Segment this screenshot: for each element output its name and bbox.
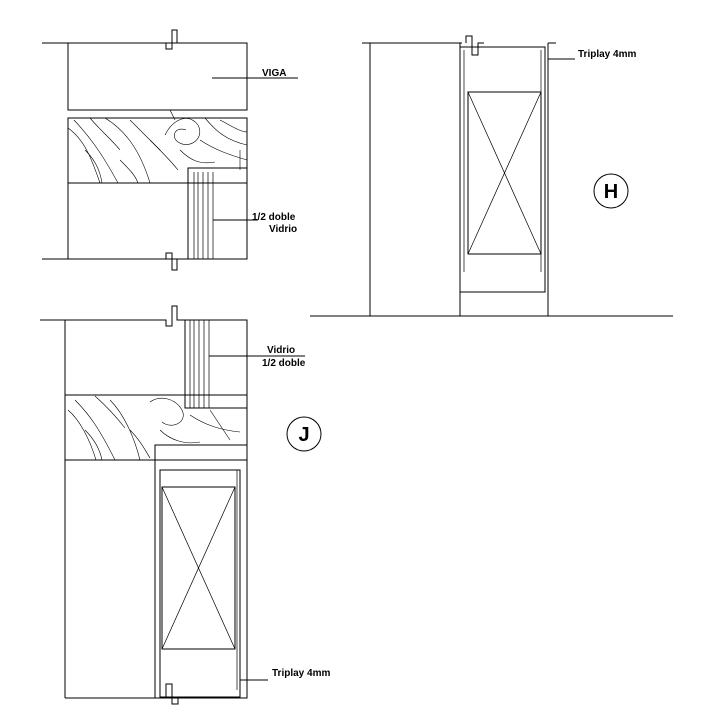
wood-block-j bbox=[64, 394, 248, 461]
bottom-frame-line bbox=[42, 252, 247, 271]
label-triplay-top: Triplay 4mm bbox=[578, 49, 636, 60]
label-triplay-bottom: Triplay 4mm bbox=[272, 668, 330, 679]
marker-j-letter: J bbox=[298, 424, 309, 446]
wood-grain-pattern bbox=[67, 109, 248, 184]
label-doble-vidrio-1: 1/2 doble bbox=[252, 212, 296, 223]
detail-h: Triplay 4mm H bbox=[310, 35, 673, 317]
door-leaf-j bbox=[159, 469, 241, 698]
wood-grain-pattern-j bbox=[67, 395, 241, 461]
lower-frame bbox=[67, 182, 248, 260]
detail-j: Vidrio 1/2 doble Triplay 4mm bbox=[40, 305, 330, 705]
detail-top-left: VIGA 1/2 doble Vidri bbox=[42, 29, 298, 271]
top-frame-line bbox=[42, 29, 247, 50]
marker-h-circle bbox=[593, 173, 629, 209]
glass-frame bbox=[187, 167, 248, 260]
label-doble-vidrio-2: Vidrio bbox=[269, 224, 297, 235]
label-viga: VIGA bbox=[262, 68, 286, 79]
glass-frame-j bbox=[184, 319, 248, 409]
beam-box bbox=[67, 42, 248, 111]
marker-j-circle bbox=[286, 416, 322, 452]
marker-h-letter: H bbox=[604, 181, 618, 203]
top-frame-line-j bbox=[40, 305, 247, 327]
label-vidrio-1: Vidrio bbox=[267, 345, 295, 356]
door-panel-j bbox=[161, 486, 236, 650]
label-vidrio-2: 1/2 doble bbox=[262, 358, 306, 369]
door-leaf bbox=[459, 46, 546, 293]
door-panel bbox=[467, 91, 542, 255]
door-frame-j bbox=[154, 444, 248, 699]
